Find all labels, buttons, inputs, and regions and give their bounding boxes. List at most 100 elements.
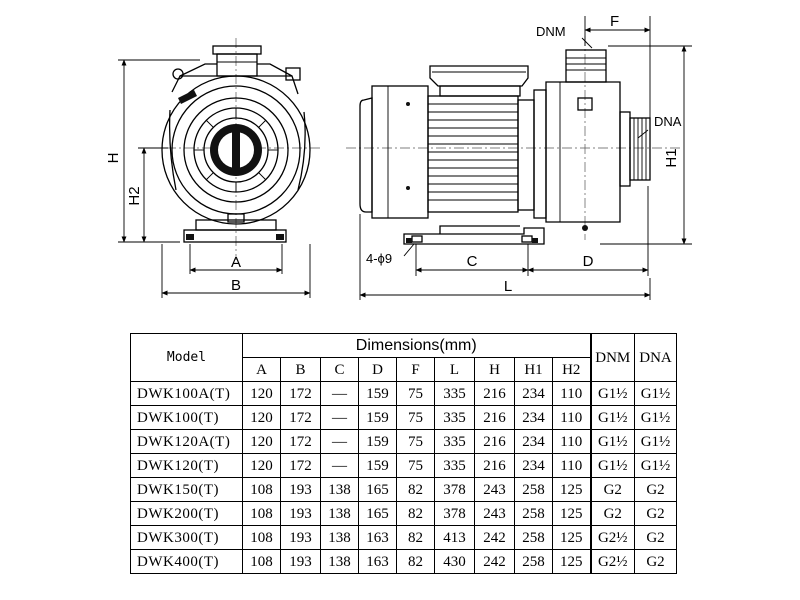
dimension-cell: 243 (474, 477, 515, 502)
dim-label-H1: H1 (663, 148, 680, 167)
dimension-cell: 120 (242, 381, 281, 406)
dimension-cell: 172 (280, 381, 321, 406)
dimension-cell: 110 (552, 405, 591, 430)
dna-cell: G2 (634, 525, 677, 550)
dimension-cell: 165 (358, 477, 397, 502)
dimension-cell: 82 (396, 477, 435, 502)
dimension-cell: 110 (552, 429, 591, 454)
dna-cell: G1½ (634, 405, 677, 430)
dnm-header: DNM (589, 333, 635, 382)
dimension-cell: 258 (514, 525, 553, 550)
dimension-cell: 108 (242, 525, 281, 550)
column-header: H (474, 357, 515, 382)
model-cell: DWK300(T) (130, 525, 243, 550)
dimension-cell: 120 (242, 405, 281, 430)
dim-label-D: D (583, 253, 594, 270)
column-header: H1 (514, 357, 553, 382)
dimensions-header: Dimensions(mm) (242, 333, 591, 358)
column-header: L (434, 357, 475, 382)
dimension-cell: — (320, 381, 359, 406)
dimension-cell: 163 (358, 549, 397, 574)
dimension-cell: 172 (280, 429, 321, 454)
dimension-cell: 335 (434, 453, 475, 478)
dimensions-table: Model Dimensions(mm) DNM DNA A B C D F L… (130, 333, 677, 574)
dimension-cell: 165 (358, 501, 397, 526)
dimension-cell: 216 (474, 405, 515, 430)
dim-label-A: A (231, 254, 241, 271)
dna-cell: G2 (634, 549, 677, 574)
dimension-cell: 108 (242, 477, 281, 502)
dimension-cell: 75 (396, 429, 435, 454)
dimension-cell: 82 (396, 549, 435, 574)
dimension-cell: 172 (280, 453, 321, 478)
dimension-cell: 108 (242, 549, 281, 574)
dimension-cell: 125 (552, 501, 591, 526)
dimension-cell: 125 (552, 549, 591, 574)
dna-cell: G2 (634, 501, 677, 526)
model-header: Model (130, 333, 243, 382)
dimension-cell: 234 (514, 453, 553, 478)
dimension-cell: 242 (474, 525, 515, 550)
column-header: C (320, 357, 359, 382)
dimension-cell: 258 (514, 477, 553, 502)
dimension-cell: 159 (358, 453, 397, 478)
dim-label-F: F (610, 13, 619, 30)
dimension-cell: 335 (434, 381, 475, 406)
dimension-cell: 108 (242, 501, 281, 526)
dimension-cell: 242 (474, 549, 515, 574)
dimension-cell: 159 (358, 429, 397, 454)
dimension-cell: 234 (514, 429, 553, 454)
dim-label-H2: H2 (126, 186, 143, 205)
dimension-cell: 163 (358, 525, 397, 550)
dimension-cell: 234 (514, 405, 553, 430)
column-header: H2 (552, 357, 591, 382)
dimension-cell: 110 (552, 381, 591, 406)
dimension-cell: 193 (280, 549, 321, 574)
dimension-cell: 172 (280, 405, 321, 430)
dna-cell: G1½ (634, 381, 677, 406)
dnm-cell: G2½ (589, 525, 635, 550)
dimension-cell: 243 (474, 501, 515, 526)
dimension-cell: 138 (320, 549, 359, 574)
model-cell: DWK150(T) (130, 477, 243, 502)
dimension-cell: 159 (358, 381, 397, 406)
column-header: F (396, 357, 435, 382)
dimension-cell: 82 (396, 501, 435, 526)
dnm-cell: G2 (589, 501, 635, 526)
dimension-cell: 335 (434, 429, 475, 454)
dimension-cell: 430 (434, 549, 475, 574)
dnm-cell: G1½ (589, 453, 635, 478)
dim-label-DNM: DNM (536, 24, 566, 39)
dimension-cell: 138 (320, 477, 359, 502)
model-cell: DWK120(T) (130, 453, 243, 478)
dim-label-DNA: DNA (654, 114, 682, 129)
dna-header: DNA (634, 333, 677, 382)
dimension-cell: 413 (434, 525, 475, 550)
dimension-cell: 120 (242, 429, 281, 454)
dim-label-H: H (105, 153, 122, 164)
dimension-cell: 110 (552, 453, 591, 478)
column-header: A (242, 357, 281, 382)
model-cell: DWK400(T) (130, 549, 243, 574)
dimension-cell: 193 (280, 477, 321, 502)
dnm-cell: G1½ (589, 405, 635, 430)
dimension-cell: 138 (320, 501, 359, 526)
dimension-cell: 138 (320, 525, 359, 550)
front-view: H H2 A B (105, 38, 320, 298)
dimension-cell: 216 (474, 429, 515, 454)
dnm-cell: G1½ (589, 381, 635, 406)
dim-label-C: C (467, 253, 478, 270)
dimension-cell: 234 (514, 381, 553, 406)
dimension-cell: 125 (552, 525, 591, 550)
dimension-cell: — (320, 429, 359, 454)
dim-label-B: B (231, 277, 241, 294)
dimension-cell: 75 (396, 381, 435, 406)
dimension-cell: 258 (514, 549, 553, 574)
dimension-cell: 159 (358, 405, 397, 430)
dimension-cell: 378 (434, 501, 475, 526)
